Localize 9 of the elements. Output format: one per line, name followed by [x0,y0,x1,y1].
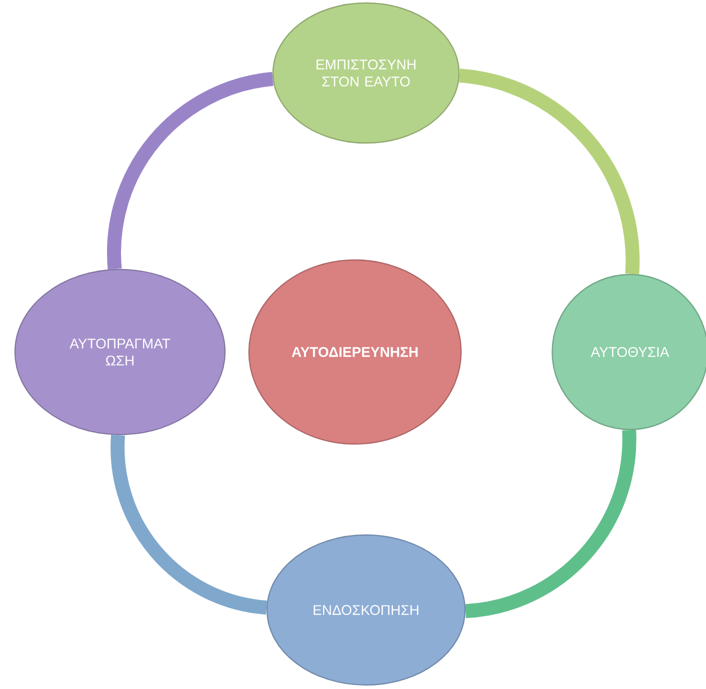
ellipse-node: ΑΥΤΟΘΥΣΙΑ [552,274,706,430]
ring-arc [464,430,636,618]
ring-arc [458,68,640,274]
ellipse-node: ΕΝΔΟΣΚΟΠΗΣΗ [266,534,466,686]
circle-node: ΑΥΤΟΔΙΕΡΕΥΝΗΣΗ [248,259,462,445]
ring-arc [110,435,268,615]
ring-arc [107,72,274,270]
ellipse-node: ΕΜΠΙΣΤΟΣΥΝΗ ΣΤΟΝ ΕΑΥΤΟ [272,2,460,144]
ellipse-node: ΑΥΤΟΠΡΑΓΜΑΤ ΩΣΗ [14,268,226,436]
